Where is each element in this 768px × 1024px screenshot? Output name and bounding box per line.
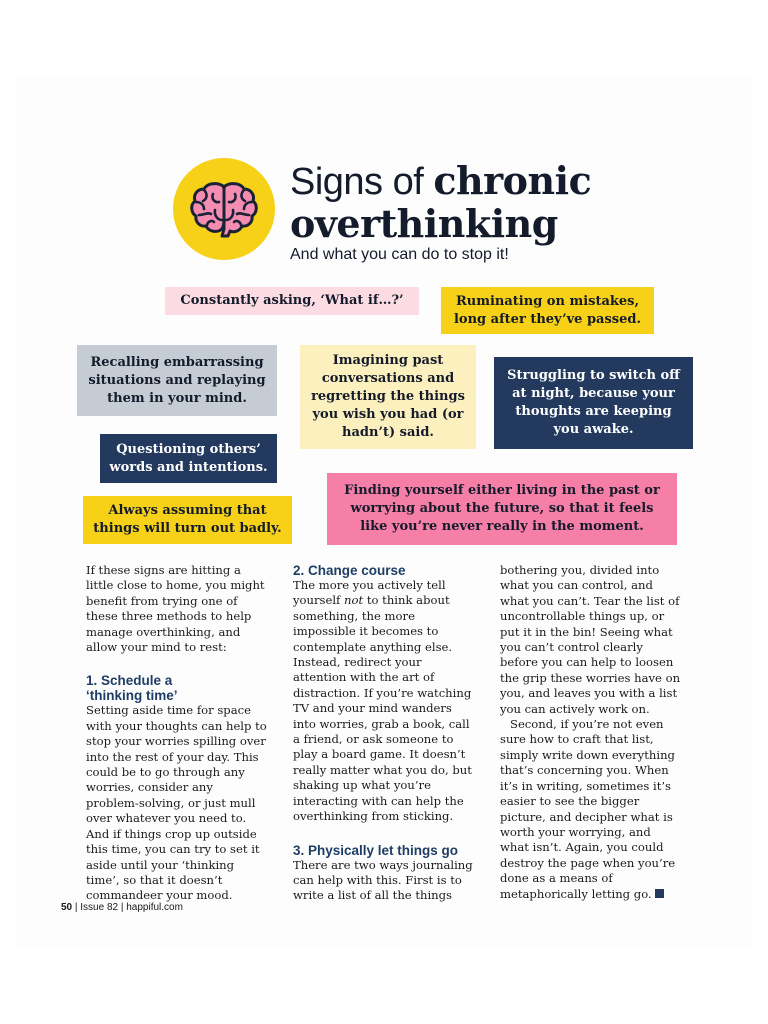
heading-change-course: 2. Change course <box>293 563 406 578</box>
sign-text: Struggling to switch off at night, becau… <box>507 368 680 437</box>
column-3: bothering you, divided into what you can… <box>500 563 682 902</box>
paragraph-journaling: There are two ways journaling can help w… <box>293 857 473 903</box>
sign-text: Recalling embarrassing situations and re… <box>88 354 266 406</box>
page-footer: 50 | Issue 82 | happiful.com <box>61 902 183 913</box>
sign-box-questioning: Questioning others’ words and intentions… <box>100 434 277 483</box>
paragraph-change-course: The more you actively tell yourself not … <box>293 578 475 825</box>
sign-box-imagining: Imagining past conversations and regrett… <box>300 345 476 449</box>
paragraph-second-way: Second, if you’re not even sure how to c… <box>500 717 682 902</box>
sign-box-assuming: Always assuming that things will turn ou… <box>83 496 292 544</box>
page-title: Signs of chronic overthinking <box>290 158 592 246</box>
heading-physically-let-go: 3. Physically let things go <box>293 842 459 858</box>
title-bold-word: chronic <box>433 158 592 203</box>
paragraph-bothering: bothering you, divided into what you can… <box>500 563 681 716</box>
brain-badge <box>173 158 275 260</box>
text-emphasis: not <box>344 593 364 608</box>
heading-schedule-line-1: 1. Schedule a <box>86 673 173 689</box>
sign-text: Imagining past conversations and regrett… <box>311 353 465 440</box>
sign-box-struggling: Struggling to switch off at night, becau… <box>494 357 693 449</box>
sign-text: Questioning others’ words and intentions… <box>109 441 268 475</box>
column-2: 2. Change course The more you actively t… <box>293 563 475 904</box>
sign-box-recalling: Recalling embarrassing situations and re… <box>77 345 277 416</box>
sign-text: Always assuming that things will turn ou… <box>93 503 282 536</box>
sign-box-finding-yourself: Finding yourself either living in the pa… <box>327 473 677 545</box>
title-bold-line-2: overthinking <box>290 201 558 246</box>
footer-issue: | Issue 82 | happiful.com <box>72 902 183 913</box>
sign-box-what-if: Constantly asking, ‘What if…?’ <box>165 287 419 315</box>
paragraph-schedule: Setting aside time for space with your t… <box>86 703 267 903</box>
page-number: 50 <box>61 902 73 913</box>
sign-text: Constantly asking, ‘What if…?’ <box>180 293 404 308</box>
sign-text: Finding yourself either living in the pa… <box>344 483 660 534</box>
text-run: to think about something, the more impos… <box>293 593 472 824</box>
brain-icon <box>190 182 258 238</box>
intro-paragraph: If these signs are hitting a little clos… <box>86 563 265 655</box>
happiful-end-mark-icon <box>654 888 664 898</box>
heading-schedule: 1. Schedule a ‘thinking time’ <box>86 673 268 703</box>
text-run: Second, if you’re not even sure how to c… <box>500 717 676 901</box>
title-light: Signs of <box>290 161 434 203</box>
sign-box-ruminating: Ruminating on mistakes, long after they’… <box>441 287 654 334</box>
sign-text: Ruminating on mistakes, long after they’… <box>453 293 641 327</box>
page-subtitle: And what you can do to stop it! <box>290 246 509 263</box>
text-run: The more you actively tell yourself <box>293 578 446 608</box>
heading-schedule-line-2: ‘thinking time’ <box>86 688 178 704</box>
column-1: If these signs are hitting a little clos… <box>86 563 268 904</box>
